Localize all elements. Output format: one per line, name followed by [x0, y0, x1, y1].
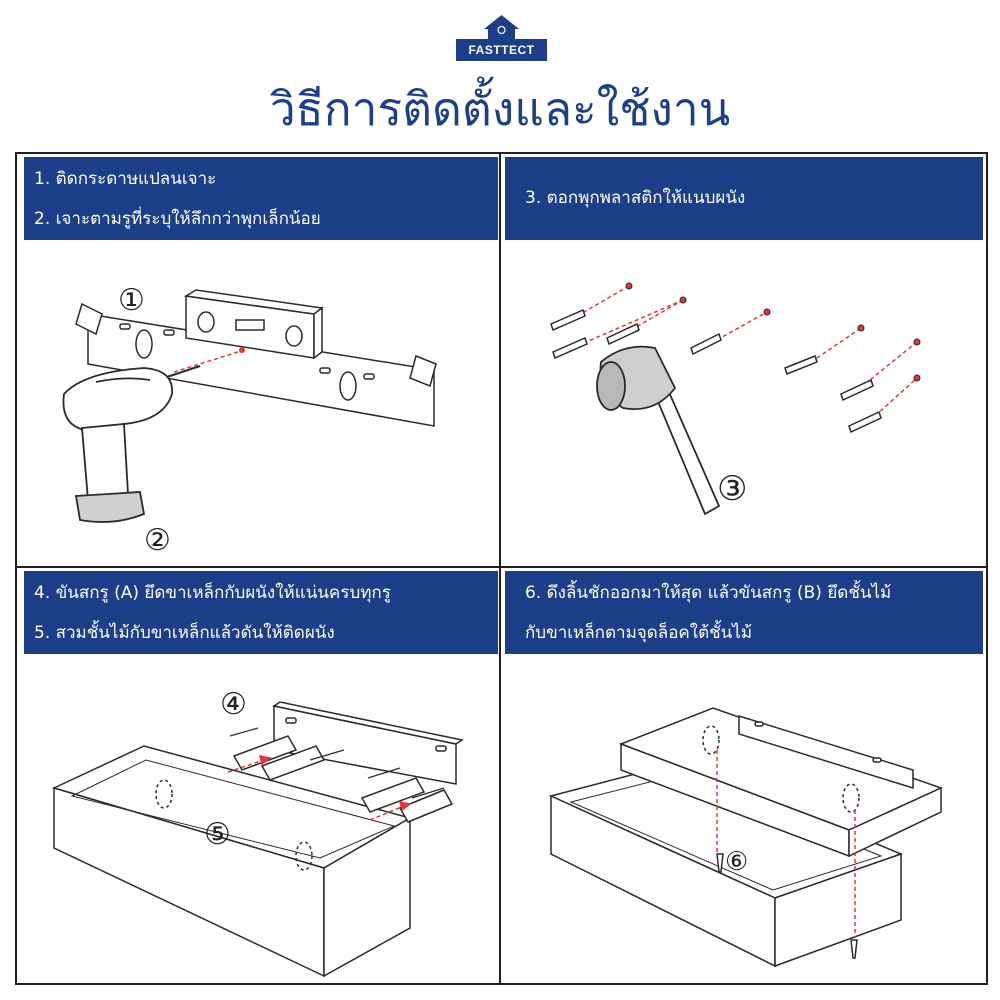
step-marker-6: ⑥ — [725, 847, 748, 877]
hammer-icon — [596, 345, 721, 516]
step-text: กับขาเหล็กตามจุดล็อคใต้ชั้นไม้ — [525, 623, 753, 643]
house-icon — [484, 15, 519, 41]
step-marker-4: ④ — [220, 687, 247, 722]
step-text: 3. ตอกพุกพลาสติกให้แนบผนัง — [525, 188, 746, 208]
bracket-icon — [232, 701, 464, 823]
step-banner-4: 6. ดึงลิ้นชักออกมาให้สุด แล้วขันสกรู (B)… — [505, 571, 983, 654]
instruction-grid — [15, 152, 988, 985]
step-banner-1: 1. ติดกระดาษแปลนเจาะ 2. เจาะตามรูที่ระบุ… — [24, 157, 498, 240]
drill-icon — [62, 365, 201, 523]
wall-plug-icon — [550, 308, 882, 434]
step-marker-2: ② — [144, 523, 171, 558]
step-text: 4. ขันสกรู (A) ยึดขาเหล็กกับผนังให้แน่นค… — [34, 583, 391, 603]
brand-logo: FASTTECT — [456, 13, 547, 61]
drill-illustration: ① ② — [62, 283, 437, 558]
grid-divider-vertical — [499, 152, 501, 985]
grid-divider-horizontal — [15, 566, 988, 568]
wall-plug-illustration: ③ — [550, 282, 921, 516]
step-text: 1. ติดกระดาษแปลนเจาะ — [34, 169, 217, 189]
screw-icon — [229, 727, 445, 799]
step-marker-3: ③ — [717, 469, 747, 509]
step-banner-2: 3. ตอกพุกพลาสติกให้แนบผนัง — [505, 157, 983, 240]
drawer-lock-illustration: ⑥ — [548, 707, 944, 968]
step-text: 2. เจาะตามรูที่ระบุให้ลึกกว่าพุกเล็กน้อย — [34, 209, 321, 229]
page-title: วิธีการติดตั้งและใช้งาน — [269, 82, 731, 136]
step-marker-1: ① — [118, 283, 145, 318]
step-marker-5: ⑤ — [204, 817, 231, 852]
step-banner-3: 4. ขันสกรู (A) ยึดขาเหล็กกับผนังให้แน่นค… — [24, 571, 498, 654]
screw-icon — [716, 853, 858, 959]
step-text: 5. สวมชั้นไม้กับขาเหล็กแล้วดันให้ติดผนัง — [34, 623, 335, 643]
level-tool-icon — [183, 289, 324, 360]
bracket-mount-illustration: ④ ⑤ — [51, 687, 464, 978]
step-text: 6. ดึงลิ้นชักออกมาให้สุด แล้วขันสกรู (B)… — [525, 583, 892, 603]
brand-name: FASTTECT — [456, 39, 547, 61]
shelf-icon — [51, 745, 412, 978]
